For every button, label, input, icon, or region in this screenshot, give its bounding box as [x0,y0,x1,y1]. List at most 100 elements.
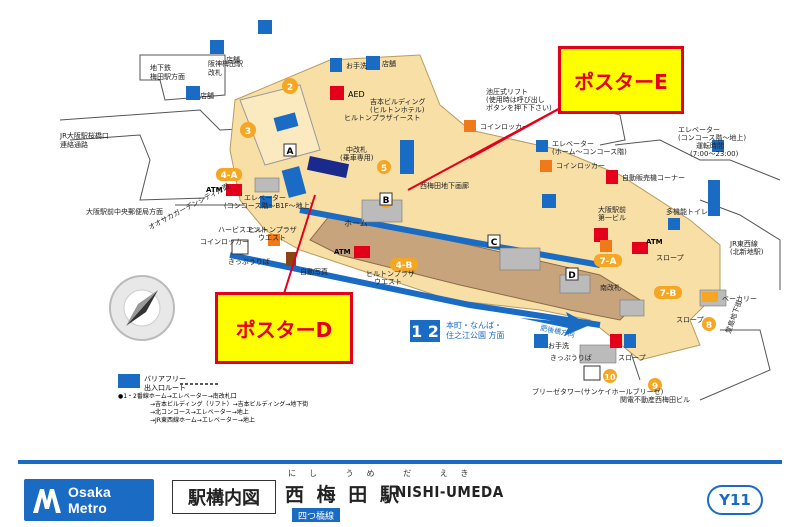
label-home: ホーム [344,219,368,228]
blue-elevator-jr [708,180,720,216]
store-icon [366,56,380,70]
label-slope: スロープ [656,254,684,262]
exit-8-marker [702,317,716,331]
exit-7a-label: 7-A [600,257,617,267]
label-coinlocker: コインロッカー [556,162,605,170]
toilet-icon [330,58,342,72]
exit-7b-marker [654,286,682,299]
wheelchair-icon [668,218,680,230]
label-jihanki: 自動販売機コーナー [622,173,685,182]
label-osaka-ekimae: 大阪駅前中央郵便局方面 [86,207,163,216]
barrier-free-legend: バリアフリー 出入口ルート ●1・2番線ホーム→エレベーター→南改札口→吉本ビル… [118,375,308,424]
tracks [229,207,601,328]
label-osaka-eki-daisan: 大阪駅前第一ビル [598,205,626,222]
label-elevator-concourse: エレベーター(コンコース階〜B1F〜地上) [224,193,313,210]
aed-label: AED [348,90,365,99]
exit-10-label: 10 [604,373,616,382]
aed-icon [330,86,344,100]
gate-d-label: D [568,271,575,281]
exit-4b-marker [390,258,418,271]
label-jr-osaka-renraku: JR大阪駅桜橋口連絡通路 [59,131,109,149]
map-labels: 地下鉄梅田駅方面 阪神梅田駅改札 JR大阪駅桜橋口連絡通路 大阪駅前中央郵便局方… [59,55,764,404]
coinlocker-icon [268,234,280,246]
store-icon [186,86,200,100]
label-jr-tozai: JR東西線(北新地駅) [729,239,764,256]
line-badge: 四つ橋線 [292,508,340,522]
exit-2-label: 2 [287,83,293,93]
atm-label: ATM [334,248,351,256]
label-coinlocker: コインロッカー [200,238,249,246]
legend-barrier-free-2: 出入口ルート [144,383,186,392]
toilet-icon [610,334,622,348]
bakery-icon [702,292,718,302]
exit-9-marker [648,378,662,392]
label-bakery: ベーカリー [722,295,757,303]
label-nishi-umeda-gai: 西梅田地下画廊 [420,181,469,190]
blue-escalator-a [281,166,307,198]
label-lift: 池圧式リフト(使用時は呼び出しボタンを押下下さい) [486,87,552,112]
exit-5-marker [377,160,391,174]
wheelchair-icon [118,374,140,388]
exit-4a-marker [216,168,242,181]
elevator-icon [712,140,724,152]
exit-3-marker [240,122,256,138]
label-elevator-home: エレベーター(ホーム〜コンコース階) [552,139,627,156]
elevator-icon [536,140,548,152]
platform-numbers: 1 2 [411,322,439,341]
label-jidou-shashin: 自動写真 [300,267,328,276]
station-name: 西 梅 田 駅 [285,484,402,506]
compass-icon [109,275,175,341]
ticket-machine-icon [231,239,249,255]
ruby-1: にし [288,469,330,478]
store-icon [210,40,224,54]
aed-icon [594,228,608,242]
store-icon [542,194,556,208]
label-yoshimoto: 吉本ビルディング(ヒルトンホテル)ヒルトンプラザイースト [344,97,426,122]
legend-route-note: ●1・2番線ホーム→エレベーター→南改札口→吉本ビルディング（リフト）→吉本ビル… [118,392,308,424]
label-elevator-jr: エレベーター(コンコース階〜地上)運転時間(7:00〜23:00) [678,125,746,158]
atm-label: ATM [206,186,223,194]
ruby-3: だ [403,469,425,478]
operator-name: Osaka Metro [67,484,111,516]
store-icons [186,20,556,348]
poster-e-line-2 [407,99,576,191]
exit-7a-marker [594,254,622,267]
ticket-machine-icon [583,365,601,381]
label-hilton-west: ヒルトンプラザウエスト [248,226,297,242]
photo-booth-icon [286,252,296,266]
atm-icon [354,246,370,258]
poster-d-callout[interactable]: ポスターD [215,292,353,364]
track-arrow-right [520,312,590,336]
ticket-gates: A B C D [283,143,579,281]
navy-panel [306,155,350,179]
label-slope: スロープ [618,354,646,362]
exit-8-label: 8 [706,321,712,331]
poster-e-callout[interactable]: ポスターE [558,46,684,114]
platform-direction: 本町・なんば・住之江公園 方面 [446,320,505,340]
exit-4a-label: 4-A [221,171,238,181]
station-map: 2 3 4-A 4-B 5 6 7-A 7-B 8 9 10 A B C D [59,20,781,424]
blue-elevator-yoshimoto [400,140,414,174]
platform-number-sign [410,320,440,342]
label-harvest: ハービスエント [218,225,267,234]
vending-icon [606,170,618,184]
footer-rule [18,460,782,464]
exit-2-marker [282,78,298,94]
exit-7b-label: 7-B [660,289,677,299]
poster-d-line [281,194,316,301]
label-tamokuteki: 多機能トイレ [666,207,708,216]
coinlocker-icon [540,160,552,172]
exit-5-label: 5 [381,164,387,174]
atm-label: ATM [646,238,663,246]
ruby-4: えき [439,469,482,478]
gate-b-label: B [383,196,390,206]
station-number-badge: Y11 [707,485,763,515]
map-title: 駅構内図 [172,480,276,514]
label-kansai-bld: 関電不動産西梅田ビル [620,395,690,404]
label-slope: スロープ [676,316,704,324]
label-tenpo: 店舗 [200,91,214,100]
exit-9-label: 9 [652,382,658,392]
blue-escalator-b [273,112,299,132]
label-doujima: 堂島地下街 [723,299,743,335]
label-tenpo: 店舗 [382,59,396,68]
